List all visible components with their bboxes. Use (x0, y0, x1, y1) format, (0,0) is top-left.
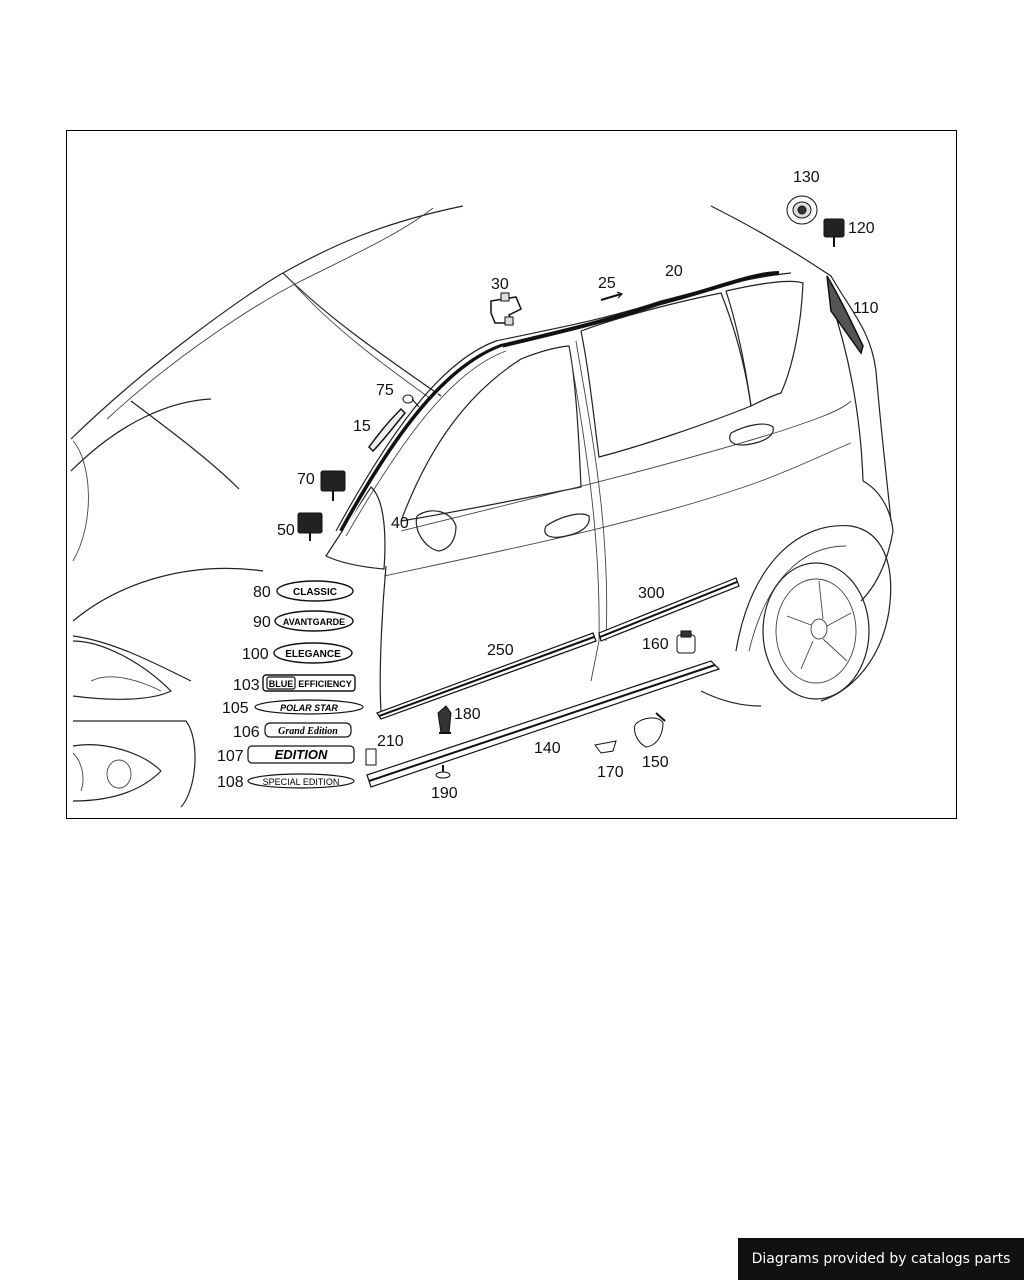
badge-classic: CLASSIC (276, 580, 354, 602)
car-outline (70, 205, 894, 808)
credit-text: Diagrams provided by catalogs parts (751, 1251, 1011, 1267)
callout-120: 120 (848, 220, 875, 237)
callout-50: 50 (277, 522, 295, 539)
part-retainer-15 (368, 407, 407, 453)
badge-edition: EDITION (247, 745, 355, 764)
svg-text:SPECIAL EDITION: SPECIAL EDITION (263, 777, 340, 787)
callout-100: 100 (242, 646, 269, 663)
part-clip-75 (402, 394, 420, 408)
badge-blue-efficiency: BLUE EFFICIENCY (262, 674, 356, 692)
callout-250: 250 (487, 642, 514, 659)
callout-106: 106 (233, 724, 260, 741)
badge-special-edition: SPECIAL EDITION (247, 773, 355, 789)
callout-300: 300 (638, 585, 665, 602)
part-clip-160 (676, 630, 696, 654)
part-cap-70 (320, 470, 346, 501)
part-emblem-130 (786, 195, 818, 225)
svg-text:Grand Edition: Grand Edition (278, 726, 338, 737)
callout-108: 108 (217, 774, 244, 791)
callout-140: 140 (534, 740, 561, 757)
svg-text:EDITION: EDITION (275, 747, 328, 762)
callout-20: 20 (665, 263, 683, 280)
callout-107: 107 (217, 748, 244, 765)
part-molding-300 (598, 577, 740, 642)
part-roof-molding-20 (339, 271, 780, 533)
callout-75: 75 (376, 382, 394, 399)
part-clip-210 (365, 748, 377, 766)
callout-210: 210 (377, 733, 404, 750)
badge-elegance: ELEGANCE (273, 642, 353, 664)
callout-30: 30 (491, 276, 509, 293)
callout-110: 110 (853, 300, 879, 317)
part-clip-25 (600, 291, 624, 301)
svg-text:CLASSIC: CLASSIC (293, 587, 337, 598)
svg-text:POLAR STAR: POLAR STAR (280, 703, 338, 713)
callout-170: 170 (597, 764, 624, 781)
callout-90: 90 (253, 614, 271, 631)
badge-polar-star: POLAR STAR (254, 699, 364, 715)
svg-text:ELEGANCE: ELEGANCE (285, 649, 341, 660)
badge-avantgarde: AVANTGARDE (274, 610, 354, 632)
callout-190: 190 (431, 785, 458, 802)
callout-labels: 130 120 110 20 25 30 75 15 70 50 40 80 9… (217, 169, 879, 802)
svg-text:AVANTGARDE: AVANTGARDE (283, 617, 345, 627)
callout-103: 103 (233, 677, 260, 694)
callout-25: 25 (598, 275, 616, 292)
parts-diagram: CLASSIC AVANTGARDE ELEGANCE BLUE EFFICIE… (66, 130, 957, 819)
callout-70: 70 (297, 471, 315, 488)
part-clip-170 (594, 740, 617, 754)
callout-15: 15 (353, 418, 371, 435)
part-cap-50 (297, 512, 323, 541)
part-cap-120 (823, 218, 845, 247)
part-clip-190 (435, 765, 451, 779)
svg-text:EFFICIENCY: EFFICIENCY (298, 679, 352, 689)
part-molding-250 (376, 632, 597, 720)
part-sill-140 (366, 660, 721, 788)
callout-150: 150 (642, 754, 669, 771)
badge-grand-edition: Grand Edition (264, 722, 352, 738)
part-fastener-180 (437, 705, 452, 734)
part-cap-150 (634, 712, 666, 748)
callout-40: 40 (391, 515, 409, 532)
part-bracket-30 (490, 292, 522, 326)
part-trim-110 (826, 275, 864, 355)
callout-180: 180 (454, 706, 481, 723)
callout-130: 130 (793, 169, 820, 186)
svg-text:BLUE: BLUE (269, 679, 294, 689)
callout-80: 80 (253, 584, 271, 601)
callout-160: 160 (642, 636, 669, 653)
callout-105: 105 (222, 700, 249, 717)
credit-banner: Diagrams provided by catalogs parts (738, 1238, 1024, 1280)
